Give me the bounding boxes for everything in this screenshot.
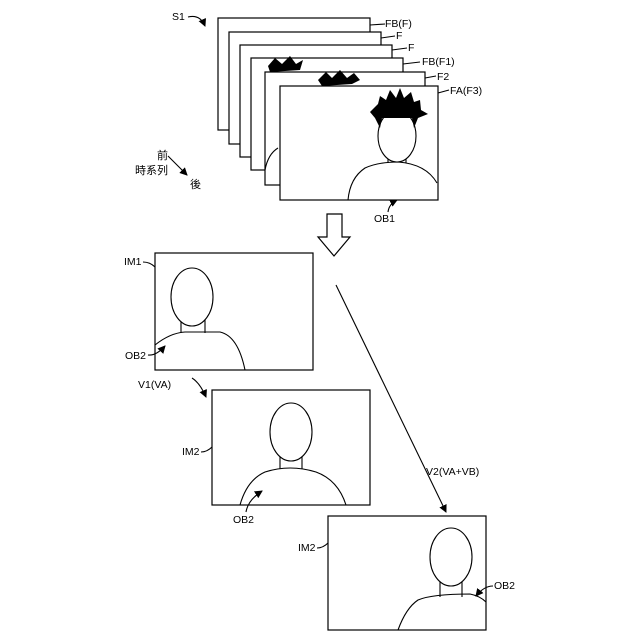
ob2-a-label: OB2: [233, 514, 254, 526]
time-arrow: [168, 156, 187, 175]
s1-leader: [188, 16, 205, 26]
ob1-label: OB1: [374, 213, 395, 225]
frame-leader-1: [381, 36, 395, 38]
frame-label-3: FB(F1): [422, 56, 455, 68]
frame-label-5: FA(F3): [450, 85, 482, 97]
im2-b-leader: [317, 543, 328, 548]
im2-a-label: IM2: [182, 446, 200, 458]
time-series-label: 時系列: [135, 163, 168, 177]
time-back: 後: [190, 177, 201, 191]
im1-head: [171, 268, 213, 326]
image-im1: IM1 OB2: [124, 253, 313, 370]
frame-leader-5: [438, 90, 449, 93]
frame-label-2: F: [408, 42, 414, 54]
im1-leader: [143, 262, 155, 267]
frame-stack: S1 FB(F) F F FB(F1) F2 FA(F3) OB1: [172, 11, 482, 225]
frame-leader-3: [403, 62, 420, 64]
time-series-indicator: 前 時系列 後: [135, 148, 201, 191]
time-front: 前: [157, 148, 168, 162]
frame-label-1: F: [396, 30, 402, 42]
ob1-leader: [388, 200, 397, 212]
ob2-im1-label: OB2: [125, 350, 146, 362]
v1-label: V1(VA): [138, 379, 171, 391]
im2-b-label: IM2: [298, 542, 316, 554]
frame-leader-4: [425, 76, 436, 78]
image-im2-a: IM2 OB2: [182, 390, 370, 526]
frame-leader-2: [392, 48, 407, 50]
s1-label: S1: [172, 11, 185, 23]
v2-label: V2(VA+VB): [426, 466, 479, 478]
process-arrow: [318, 214, 350, 256]
ob2-b-label: OB2: [494, 580, 515, 592]
frame-label-0: FB(F): [385, 18, 412, 30]
v1-arrow: [192, 378, 206, 397]
im2-b-head: [430, 528, 472, 586]
frame-leader-0: [370, 24, 385, 25]
frame-label-4: F2: [437, 71, 449, 83]
im1-label: IM1: [124, 256, 142, 268]
im2-a-leader: [201, 447, 212, 452]
im2-a-head: [270, 403, 312, 461]
image-im2-b: IM2 OB2: [298, 516, 515, 630]
